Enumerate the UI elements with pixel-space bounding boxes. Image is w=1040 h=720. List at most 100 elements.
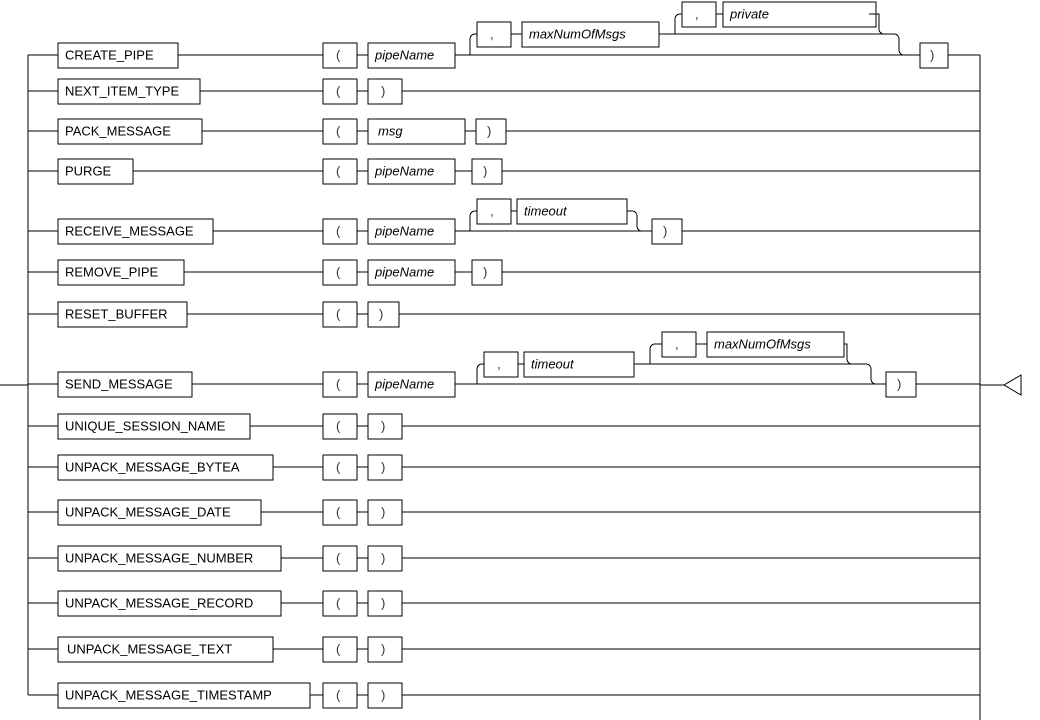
exit-arrow-icon xyxy=(1003,374,1022,396)
comma-box-private-create-pipe[interactable] xyxy=(681,1,717,28)
comma-label-timeout-receive-message: , xyxy=(490,203,494,218)
comma-label-private-create-pipe: , xyxy=(695,6,699,21)
keyword-box-unpack-message-date[interactable] xyxy=(57,499,262,526)
rparen-box-unpack-message-bytea[interactable] xyxy=(367,454,403,481)
keyword-box-unpack-message-record[interactable] xyxy=(57,590,282,617)
keyword-box-purge[interactable] xyxy=(57,158,134,185)
param-label-pipename-send-message: pipeName xyxy=(374,376,434,391)
param-box-pipename-remove-pipe[interactable] xyxy=(367,259,456,286)
keyword-box-next-item-type[interactable] xyxy=(57,78,201,105)
rparen-label-reset-buffer: ) xyxy=(379,306,383,321)
param-label-maxnumofmsgs-create-pipe: maxNumOfMsgs xyxy=(529,26,626,41)
param-box-pipename-purge[interactable] xyxy=(367,158,456,185)
comma-box-timeout-send-message[interactable] xyxy=(483,351,519,378)
lparen-box-unpack-message-record[interactable] xyxy=(322,590,358,617)
lparen-box-unpack-message-date[interactable] xyxy=(322,499,358,526)
keyword-box-create-pipe[interactable] xyxy=(57,42,179,69)
param-label-pipename-remove-pipe: pipeName xyxy=(374,264,434,279)
comma-label-maxnum-create-pipe: , xyxy=(490,26,494,41)
rparen-box-next-item-type[interactable] xyxy=(367,78,403,105)
rparen-box-reset-buffer[interactable] xyxy=(367,301,400,328)
rparen-box-receive-message[interactable] xyxy=(651,218,683,245)
param-label-pipename-receive-message: pipeName xyxy=(374,223,434,238)
lparen-label-unpack-message-bytea: ( xyxy=(336,459,341,474)
branch-unpack-message-record[interactable]: UNPACK_MESSAGE_RECORD ( ) xyxy=(28,590,980,617)
branch-send-message[interactable]: SEND_MESSAGE ( pipeName , timeout , maxN… xyxy=(28,331,980,398)
branch-reset-buffer[interactable]: RESET_BUFFER ( ) xyxy=(28,301,980,328)
keyword-box-unpack-message-timestamp[interactable] xyxy=(57,682,311,709)
lparen-label-pack-message: ( xyxy=(336,123,341,138)
rparen-box-purge[interactable] xyxy=(471,158,503,185)
keyword-label-unpack-message-timestamp: UNPACK_MESSAGE_TIMESTAMP xyxy=(65,687,272,702)
lparen-label-reset-buffer: ( xyxy=(336,306,341,321)
lparen-label-create-pipe: ( xyxy=(336,47,341,62)
param-box-private-create-pipe[interactable] xyxy=(722,1,877,28)
keyword-box-pack-message[interactable] xyxy=(57,118,203,145)
rparen-box-pack-message[interactable] xyxy=(475,118,507,145)
rparen-label-unpack-message-timestamp: ) xyxy=(381,687,385,702)
rparen-label-unpack-message-number: ) xyxy=(381,550,385,565)
keyword-label-unpack-message-record: UNPACK_MESSAGE_RECORD xyxy=(65,595,253,610)
keyword-box-unpack-message-bytea[interactable] xyxy=(57,454,274,481)
param-box-msg-pack-message[interactable] xyxy=(367,118,466,145)
rparen-label-receive-message: ) xyxy=(663,223,667,238)
rparen-box-unique-session-name[interactable] xyxy=(367,413,403,440)
entry-rail xyxy=(0,55,29,695)
branch-purge[interactable]: PURGE ( pipeName ) xyxy=(28,158,980,185)
keyword-box-send-message[interactable] xyxy=(57,371,193,398)
branch-create-pipe[interactable]: CREATE_PIPE ( pipeName , maxNumOfMsgs , … xyxy=(28,1,980,69)
comma-box-timeout-receive-message[interactable] xyxy=(476,198,512,225)
keyword-label-unique-session-name: UNIQUE_SESSION_NAME xyxy=(65,418,226,433)
branch-remove-pipe[interactable]: REMOVE_PIPE ( pipeName ) xyxy=(28,259,980,286)
comma-box-maxnum-create-pipe[interactable] xyxy=(476,21,512,48)
branch-unpack-message-number[interactable]: UNPACK_MESSAGE_NUMBER ( ) xyxy=(28,545,980,572)
lparen-box-reset-buffer[interactable] xyxy=(322,301,358,328)
rparen-label-pack-message: ) xyxy=(487,123,491,138)
keyword-box-unpack-message-text[interactable] xyxy=(57,636,274,663)
lparen-box-unique-session-name[interactable] xyxy=(322,413,358,440)
param-box-timeout-receive-message[interactable] xyxy=(516,198,628,225)
keyword-box-remove-pipe[interactable] xyxy=(57,259,185,286)
keyword-label-send-message: SEND_MESSAGE xyxy=(65,376,173,391)
lparen-box-create-pipe[interactable] xyxy=(322,42,358,69)
keyword-box-unique-session-name[interactable] xyxy=(57,413,251,440)
branch-unpack-message-timestamp[interactable]: UNPACK_MESSAGE_TIMESTAMP ( ) xyxy=(28,682,980,709)
keyword-label-purge: PURGE xyxy=(65,163,112,178)
rparen-label-unpack-message-date: ) xyxy=(381,504,385,519)
rparen-label-unpack-message-record: ) xyxy=(381,595,385,610)
keyword-label-unpack-message-text: UNPACK_MESSAGE_TEXT xyxy=(67,641,232,656)
branch-pack-message[interactable]: PACK_MESSAGE ( msg ) xyxy=(28,118,980,145)
branch-unpack-message-bytea[interactable]: UNPACK_MESSAGE_BYTEA ( ) xyxy=(28,454,980,481)
param-box-pipename-create-pipe[interactable] xyxy=(367,42,456,69)
branch-unpack-message-text[interactable]: UNPACK_MESSAGE_TEXT ( ) xyxy=(28,636,980,663)
branch-unique-session-name[interactable]: UNIQUE_SESSION_NAME ( ) xyxy=(28,413,980,440)
lparen-box-unpack-message-timestamp[interactable] xyxy=(322,682,358,709)
rparen-label-send-message: ) xyxy=(897,376,901,391)
comma-box-maxnum-send-message[interactable] xyxy=(661,331,697,358)
lparen-label-remove-pipe: ( xyxy=(336,264,341,279)
param-box-pipename-receive-message[interactable] xyxy=(367,218,456,245)
lparen-box-unpack-message-text[interactable] xyxy=(322,636,358,663)
rparen-box-unpack-message-record[interactable] xyxy=(367,590,403,617)
rparen-label-unpack-message-bytea: ) xyxy=(381,459,385,474)
rparen-box-unpack-message-timestamp[interactable] xyxy=(367,682,403,709)
param-label-timeout-send-message: timeout xyxy=(531,356,575,371)
lparen-box-unpack-message-number[interactable] xyxy=(322,545,358,572)
lparen-box-next-item-type[interactable] xyxy=(322,78,358,105)
rparen-label-unpack-message-text: ) xyxy=(381,641,385,656)
rparen-box-unpack-message-number[interactable] xyxy=(367,545,403,572)
branch-next-item-type[interactable]: NEXT_ITEM_TYPE ( ) xyxy=(28,78,980,105)
param-label-timeout-receive-message: timeout xyxy=(524,203,568,218)
param-label-pipename-create-pipe: pipeName xyxy=(374,47,434,62)
keyword-label-create-pipe: CREATE_PIPE xyxy=(65,47,154,62)
branch-receive-message[interactable]: RECEIVE_MESSAGE ( pipeName , timeout ) xyxy=(28,198,980,245)
lparen-box-receive-message[interactable] xyxy=(322,218,358,245)
branch-unpack-message-date[interactable]: UNPACK_MESSAGE_DATE ( ) xyxy=(28,499,980,526)
keyword-box-receive-message[interactable] xyxy=(57,218,214,245)
keyword-box-reset-buffer[interactable] xyxy=(57,301,188,328)
keyword-label-unpack-message-date: UNPACK_MESSAGE_DATE xyxy=(65,504,231,519)
keyword-label-receive-message: RECEIVE_MESSAGE xyxy=(65,223,194,238)
lparen-label-purge: ( xyxy=(336,163,341,178)
param-box-pipename-send-message[interactable] xyxy=(367,371,456,398)
lparen-label-receive-message: ( xyxy=(336,223,341,238)
